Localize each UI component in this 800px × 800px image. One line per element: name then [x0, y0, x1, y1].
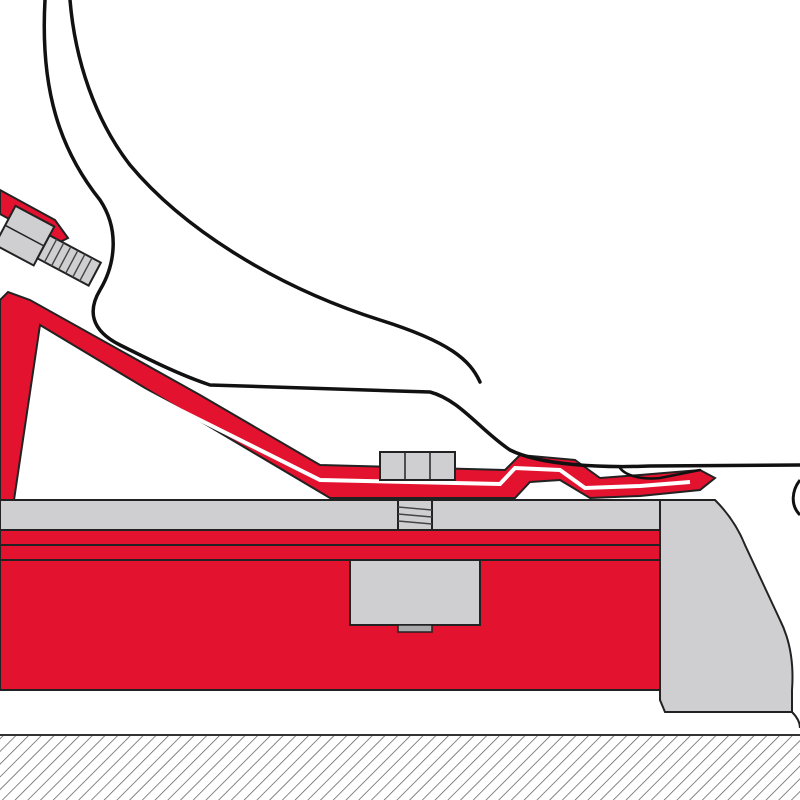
red-base-beam: [0, 529, 666, 691]
hatched-floor: [0, 734, 800, 800]
mounting-bolt: [379, 451, 456, 531]
upper-red-bracket: [0, 188, 717, 501]
side-bolt: [0, 204, 103, 287]
grey-insert-block: [349, 559, 481, 633]
grey-support-rail: [0, 499, 661, 531]
grey-end-cap: [659, 499, 800, 729]
foot-outline: [42, 0, 800, 517]
